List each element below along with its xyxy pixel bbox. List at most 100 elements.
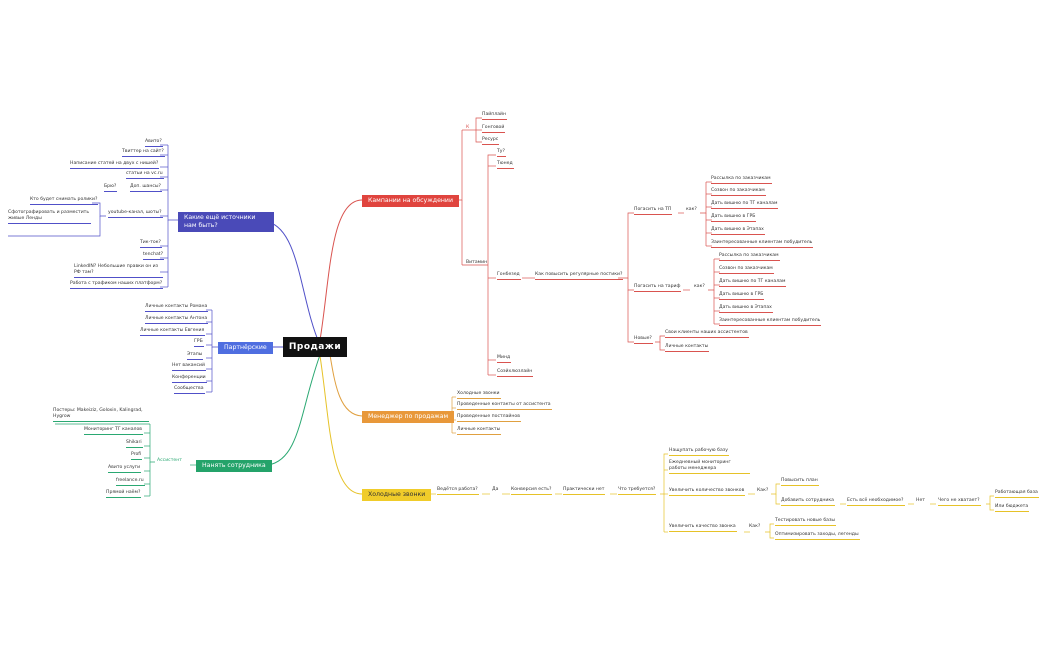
partners-item[interactable]: Личные контакты Романа bbox=[145, 304, 209, 312]
cold-chain[interactable]: Практически нет bbox=[563, 487, 606, 495]
cold-how[interactable]: Как? bbox=[757, 488, 769, 493]
campaign-k-item[interactable]: Пайплайн bbox=[482, 112, 507, 120]
sources-item[interactable]: Сфотографировать и разместить живые Ленд… bbox=[8, 210, 91, 224]
central-node[interactable]: Продажи bbox=[283, 337, 347, 357]
manager-item[interactable]: Личные контакты bbox=[457, 427, 502, 435]
cold-chain[interactable]: Да bbox=[492, 487, 499, 492]
manager-node[interactable]: Менеджер по продажам bbox=[362, 411, 455, 423]
cold-need[interactable]: Увеличить качество звонка bbox=[669, 524, 737, 532]
partners-node[interactable]: Партнёрские bbox=[218, 342, 273, 354]
branch-sources bbox=[267, 221, 321, 346]
campaigns-node[interactable]: Кампании на обсуждении bbox=[362, 195, 459, 207]
branch-hire bbox=[267, 354, 321, 466]
campaign-k-item[interactable]: Ресурс bbox=[482, 137, 500, 145]
partners-item[interactable]: Этапы bbox=[187, 352, 204, 360]
tariff-item[interactable]: Дать вишню в ГРБ bbox=[719, 292, 765, 300]
campaign-tu[interactable]: Ту? bbox=[497, 149, 506, 157]
hire-item[interactable]: Прямой наём? bbox=[106, 490, 142, 498]
campaign-hr[interactable]: Соэйхлюзлайн bbox=[497, 369, 534, 377]
partners-item[interactable]: Личные контакты Евгения bbox=[140, 328, 206, 336]
tp-item[interactable]: Дать вишню в ГРБ bbox=[711, 214, 757, 222]
campaign-vitamin[interactable]: Витамин bbox=[466, 260, 488, 265]
tp-item[interactable]: Рассылка по заказчикам bbox=[711, 176, 772, 184]
sources-item[interactable]: Твиттер на сайт? bbox=[122, 149, 165, 157]
sources-item[interactable]: Доп. шансы? bbox=[130, 184, 162, 192]
cold-what-missing[interactable]: Чего не хватает? bbox=[938, 498, 981, 506]
branch-manager bbox=[329, 354, 363, 417]
cold-inc-item[interactable]: Добавить сотрудника bbox=[781, 498, 835, 506]
sources-item[interactable]: Написание статей на двух с нишей? bbox=[70, 161, 160, 169]
branch-cold bbox=[319, 355, 363, 495]
cold-missing-item[interactable]: Работающая база bbox=[995, 490, 1039, 498]
hire-item[interactable]: Авито услуги bbox=[108, 465, 142, 473]
hire-item[interactable]: Shikari bbox=[126, 440, 143, 448]
tp-item[interactable]: Дать вишню по ТГ каналам bbox=[711, 201, 779, 209]
new-item[interactable]: Свои клиенты наших ассистентов bbox=[665, 330, 749, 338]
tariff-item[interactable]: Дать вишню по ТГ каналам bbox=[719, 279, 787, 287]
campaign-gonbased[interactable]: Гонбезед bbox=[497, 272, 521, 280]
partners-item[interactable]: Нет вакансий bbox=[172, 363, 207, 371]
partners-item[interactable]: Личные контакты Антона bbox=[145, 316, 209, 324]
cold-need[interactable]: Ежедневный мониторинг работы менеджера bbox=[669, 460, 750, 474]
hire-assistant[interactable]: Ассистент bbox=[157, 458, 182, 463]
cold-chain[interactable]: Ведётся работа? bbox=[437, 487, 479, 495]
sources-item[interactable]: Авито? bbox=[145, 139, 163, 147]
partners-item[interactable]: ГРБ bbox=[194, 339, 204, 347]
branch-campaigns bbox=[319, 199, 363, 341]
cold-quality-item[interactable]: Оптимизировать заходы, легенды bbox=[775, 532, 860, 540]
cold-chain[interactable]: Что требуется? bbox=[618, 487, 657, 495]
cold-no[interactable]: Нет bbox=[916, 498, 925, 503]
sources-item[interactable]: tenchat? bbox=[143, 252, 165, 260]
campaign-tuned[interactable]: Тюнед bbox=[497, 161, 514, 169]
sources-node[interactable]: Какие ещё источники нам быть? bbox=[178, 212, 274, 232]
cold-calls-title: Холодные звонки bbox=[368, 491, 426, 498]
sources-item[interactable]: Брю? bbox=[104, 184, 118, 192]
campaign-how[interactable]: как? bbox=[694, 284, 705, 289]
hire-item[interactable]: Profi bbox=[131, 452, 143, 460]
manager-item[interactable]: Проведенные постлайнов bbox=[457, 414, 521, 422]
cold-need[interactable]: Увеличить количество звонков bbox=[669, 488, 746, 496]
partners-item[interactable]: Сообщества bbox=[174, 386, 205, 394]
tariff-item[interactable]: Созвон по заказчикам bbox=[719, 266, 774, 274]
campaign-mind[interactable]: Минд bbox=[497, 355, 512, 363]
campaign-how[interactable]: как? bbox=[686, 207, 697, 212]
manager-title: Менеджер по продажам bbox=[368, 413, 449, 420]
tariff-item[interactable]: Дать вишню в Этапах bbox=[719, 305, 773, 313]
manager-item[interactable]: Проведенные контакты от ассистента bbox=[457, 402, 552, 410]
cold-need[interactable]: Нащупать рабочую базу bbox=[669, 448, 729, 456]
hire-node[interactable]: Нанять сотрудника bbox=[196, 460, 272, 472]
campaign-new[interactable]: Новые? bbox=[634, 336, 653, 344]
cold-inc-item[interactable]: Повысить план bbox=[781, 478, 819, 486]
hire-item[interactable]: freelance.ru bbox=[116, 478, 145, 486]
cold-quality-item[interactable]: Тестировать новые базы bbox=[775, 518, 837, 526]
new-item[interactable]: Личные контакты bbox=[665, 344, 710, 352]
campaign-pay-tp[interactable]: Погасить на ТП bbox=[634, 207, 673, 215]
manager-item[interactable]: Холодные звонки bbox=[457, 391, 501, 399]
partners-title: Партнёрские bbox=[224, 344, 267, 351]
hire-item[interactable]: Постеры: Makeiziz, Goloxin, Kalingrad, H… bbox=[53, 408, 149, 422]
campaigns-title: Кампании на обсуждении bbox=[368, 197, 453, 204]
cold-missing-item[interactable]: Или бюджета bbox=[995, 504, 1030, 512]
sources-item[interactable]: youtube-канал, шоты? bbox=[108, 210, 163, 218]
sources-item[interactable]: статьи на vc.ru bbox=[126, 171, 164, 179]
campaign-k[interactable]: К bbox=[466, 125, 470, 130]
tariff-item[interactable]: Заинтересованные клиентам побудитель bbox=[719, 318, 822, 326]
tariff-item[interactable]: Рассылка по заказчикам bbox=[719, 253, 780, 261]
campaign-k-item[interactable]: Гонговой bbox=[482, 125, 506, 133]
sources-item[interactable]: LinkedIN? Небольшие правки он из РФ там? bbox=[74, 264, 163, 278]
campaign-pay-tariff[interactable]: Погасить на тариф bbox=[634, 284, 682, 292]
sources-item[interactable]: Работа с трафиком наших платформ? bbox=[70, 281, 164, 289]
sources-title: Какие ещё источники нам быть? bbox=[184, 214, 256, 229]
partners-item[interactable]: Конференции bbox=[172, 375, 207, 383]
tp-item[interactable]: Созвон по заказчикам bbox=[711, 188, 766, 196]
sources-item[interactable]: Тик-ток? bbox=[140, 240, 162, 248]
tp-item[interactable]: Заинтересованные клиентам побудитель bbox=[711, 240, 814, 248]
tp-item[interactable]: Дать вишню в Этапах bbox=[711, 227, 765, 235]
hire-item[interactable]: Мониторинг ТГ каналов bbox=[84, 427, 143, 435]
sources-item[interactable]: Кто будет снимать ролики? bbox=[30, 197, 99, 205]
cold-chain[interactable]: Конверсия есть? bbox=[511, 487, 553, 495]
cold-how[interactable]: Как? bbox=[749, 524, 761, 529]
campaign-question[interactable]: Как повысить регулярные постики? bbox=[535, 272, 624, 280]
cold-all-needed[interactable]: Есть всё необходимое? bbox=[847, 498, 905, 506]
cold-calls-node[interactable]: Холодные звонки bbox=[362, 489, 432, 501]
